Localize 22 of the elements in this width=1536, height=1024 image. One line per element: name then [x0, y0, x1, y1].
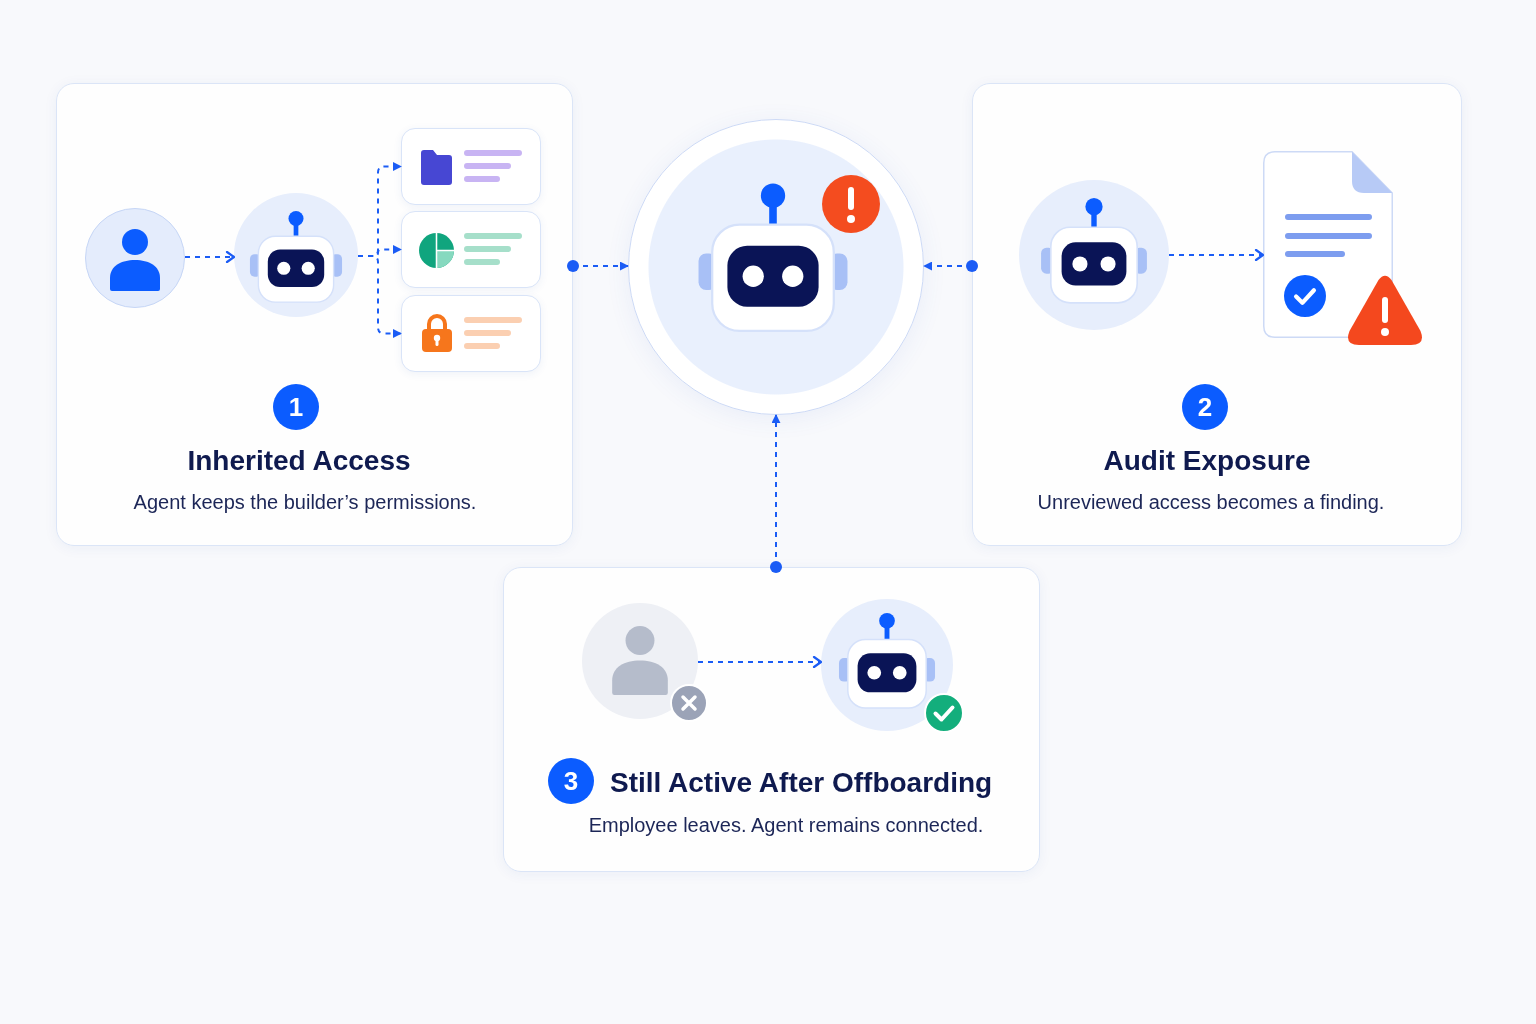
step-card: [56, 83, 573, 546]
dashed-arrow: [567, 260, 629, 272]
step-title: Still Active After Offboarding: [610, 766, 993, 800]
step-number-badge: 2: [1182, 384, 1228, 430]
step-card: [503, 567, 1040, 872]
resource-tile: [401, 295, 541, 372]
step-description: Agent keeps the builder’s permissions.: [133, 490, 477, 515]
dashed-arrow: [923, 260, 978, 272]
step-number-badge: 1: [273, 384, 319, 430]
step-title: Audit Exposure: [1103, 444, 1311, 478]
dashed-arrow: [770, 414, 782, 573]
dashed-arrow: [697, 655, 823, 669]
step-card: [972, 83, 1462, 546]
dashed-arrow: [184, 250, 236, 264]
step-title: Inherited Access: [187, 444, 411, 478]
step-description: Employee leaves. Agent remains connected.: [588, 813, 984, 838]
dashed-arrow: [357, 255, 402, 338]
dashed-arrow: [1168, 248, 1265, 262]
resource-tile: [401, 128, 541, 205]
resource-tile: [401, 211, 541, 288]
step-number-badge: 3: [548, 758, 594, 804]
step-description: Unreviewed access becomes a finding.: [1037, 490, 1385, 515]
